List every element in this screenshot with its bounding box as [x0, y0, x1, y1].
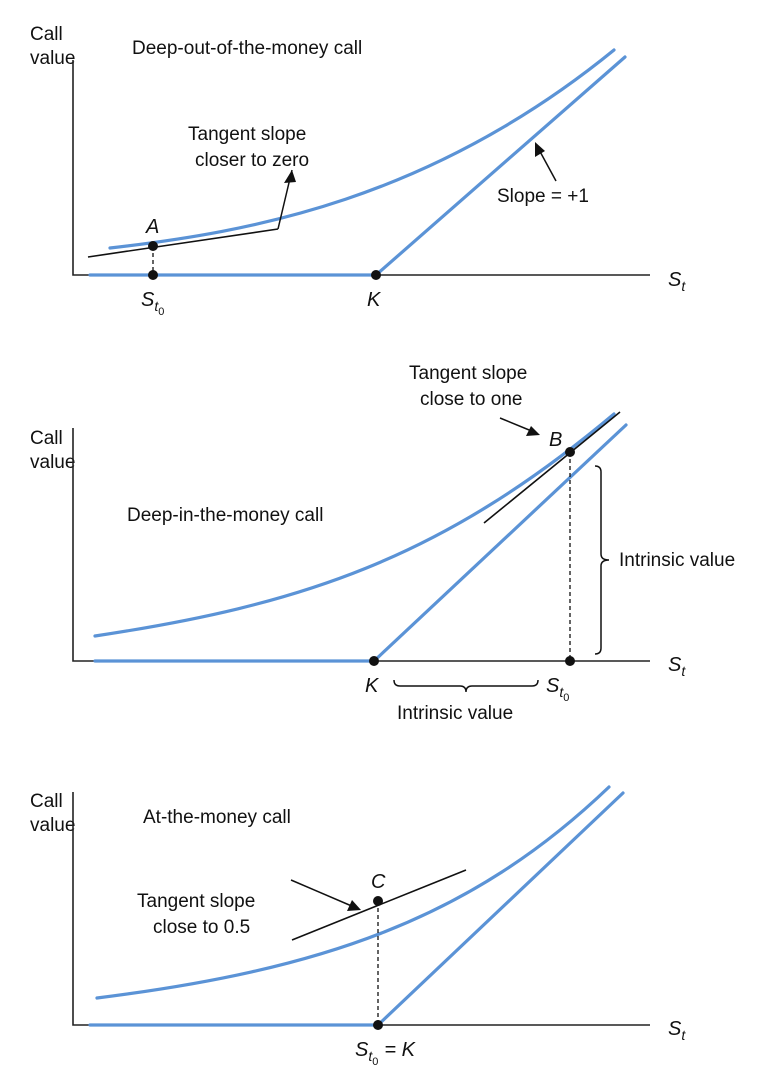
call-value-curve [108, 48, 616, 250]
s0-label: St0 [141, 289, 164, 318]
panel-title: Deep-in-the-money call [127, 505, 323, 526]
point-a-label: A [145, 216, 159, 238]
strike-label: K [367, 289, 382, 311]
s0-marker [373, 1020, 383, 1030]
tangent-note-line2: close to 0.5 [153, 917, 250, 938]
axes [72, 60, 650, 276]
tangent-note-line2: closer to zero [195, 150, 309, 171]
tangent-pointer-arrowhead [347, 900, 361, 911]
tangent-line [87, 228, 279, 258]
s0-marker [565, 656, 575, 666]
y-axis-label-line1: Call [30, 791, 63, 812]
y-axis-label-line2: value [30, 48, 75, 69]
panel-title: At-the-money call [143, 807, 291, 828]
panel-at-the-money: Call value At-the-money call Tangent slo… [30, 785, 686, 1068]
strike-marker [369, 656, 379, 666]
tangent-pointer-arrowhead [284, 170, 296, 183]
s0-marker [148, 270, 158, 280]
intrinsic-value-vertical-label: Intrinsic value [619, 550, 735, 571]
y-axis-label-line2: value [30, 452, 75, 473]
intrinsic-value-line [372, 423, 628, 663]
tangent-note-line1: Tangent slope [188, 124, 306, 145]
intrinsic-value-line [374, 55, 627, 277]
tangent-pointer [290, 879, 355, 908]
call-value-curve [95, 785, 611, 1000]
call-value-curve [93, 412, 616, 638]
slope-note: Slope = +1 [497, 186, 589, 207]
s0-label: St0 [546, 675, 569, 704]
tangent-line [483, 411, 621, 524]
point-b-label: B [549, 429, 562, 451]
tangent-note-line1: Tangent slope [137, 891, 255, 912]
point-b-marker [565, 447, 575, 457]
intrinsic-value-vertical-brace [594, 465, 610, 655]
panel-deep-in-the-money: Tangent slope close to one Call value De… [30, 363, 735, 724]
tangent-pointer-arrowhead [526, 426, 540, 436]
x-axis-label: St [668, 269, 686, 294]
intrinsic-value-line [376, 791, 625, 1027]
tangent-pointer [499, 417, 535, 433]
intrinsic-value-horizontal-brace [393, 679, 539, 693]
y-axis-label-line1: Call [30, 24, 63, 45]
x-axis-label: St [668, 654, 686, 679]
x-axis-label: St [668, 1018, 686, 1043]
s0-equals-k-label: St0= K [355, 1039, 417, 1068]
strike-marker [371, 270, 381, 280]
axes [72, 792, 650, 1026]
panel-deep-out-of-the-money: Call value Deep-out-of-the-money call Ta… [30, 24, 686, 318]
slope-pointer-arrowhead [535, 142, 545, 157]
intrinsic-value-horizontal-label: Intrinsic value [397, 703, 513, 724]
tangent-note-line1: Tangent slope [409, 363, 527, 384]
axes [72, 428, 650, 662]
point-c-label: C [371, 871, 386, 893]
tangent-note-line2: close to one [420, 389, 522, 410]
y-axis-label-line1: Call [30, 428, 63, 449]
panel-title: Deep-out-of-the-money call [132, 38, 362, 59]
point-c-marker [373, 896, 383, 906]
point-a-marker [148, 241, 158, 251]
strike-label: K [365, 675, 380, 697]
y-axis-label-line2: value [30, 815, 75, 836]
